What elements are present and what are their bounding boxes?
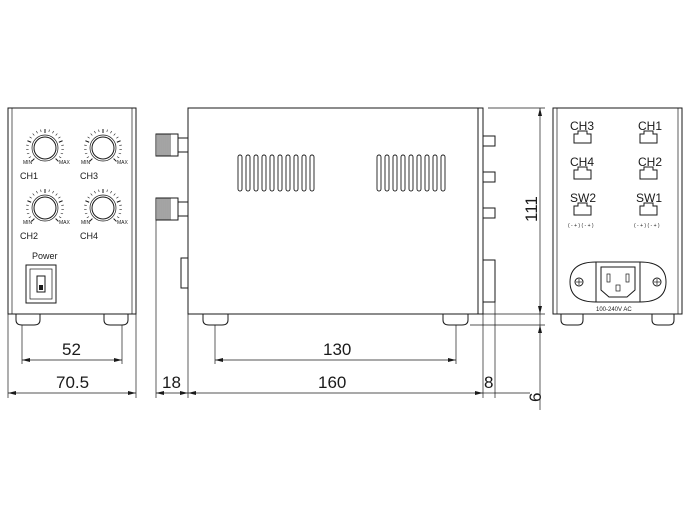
svg-text:MIN: MIN <box>23 220 33 226</box>
rear-label-sw1: SW1 <box>636 191 662 205</box>
knob-ch2[interactable]: MIN MAX <box>23 189 71 226</box>
dimension-lines: 52 70.5 130 18 160 8 111 <box>7 107 545 410</box>
knob-ch3[interactable]: MIN MAX <box>81 129 129 166</box>
rear-label-ch1: CH1 <box>638 119 662 133</box>
rear-label-sw2: SW2 <box>570 191 596 205</box>
svg-text:MIN: MIN <box>23 160 33 166</box>
front-view: MIN MAX MIN MAX MIN MAX MIN MAX CH1 CH3 … <box>7 107 137 326</box>
sw1-hint: ( - + ) ( - + ) <box>634 223 660 229</box>
connector-ch2 <box>639 166 658 180</box>
dim-foot-height: 6 <box>526 393 545 402</box>
label-ch4: CH4 <box>80 231 98 241</box>
svg-text:MIN: MIN <box>81 220 91 226</box>
inlet-voltage-label: 100-240V AC <box>596 307 632 313</box>
sw2-hint: ( - + ) ( - + ) <box>568 223 594 229</box>
side-view <box>155 107 496 326</box>
label-ch3: CH3 <box>80 171 98 181</box>
dim-side-body: 160 <box>318 373 346 392</box>
dim-side-rear: 8 <box>484 373 493 392</box>
side-foot-front <box>202 314 229 326</box>
front-foot-right <box>103 314 129 326</box>
rear-stub-1 <box>482 135 496 147</box>
screw-icon <box>574 277 584 287</box>
knob-ch1[interactable]: MIN MAX <box>23 129 71 166</box>
label-ch1: CH1 <box>20 171 38 181</box>
screw-icon <box>652 277 662 287</box>
rear-inlet-stub <box>482 259 496 303</box>
dim-front-total: 70.5 <box>56 373 89 392</box>
rear-stub-3 <box>482 207 496 219</box>
connector-ch1 <box>639 130 658 144</box>
rear-label-ch2: CH2 <box>638 155 662 169</box>
rear-label-ch3: CH3 <box>570 119 594 133</box>
side-vents-right <box>376 154 446 192</box>
front-panel-outline <box>7 107 137 315</box>
rear-stub-2 <box>482 171 496 183</box>
svg-text:MAX: MAX <box>59 220 71 226</box>
dim-side-knob: 18 <box>162 373 181 392</box>
label-ch2: CH2 <box>20 231 38 241</box>
dim-side-feet: 130 <box>323 340 351 359</box>
power-switch[interactable] <box>25 264 57 304</box>
side-vents-left <box>237 154 315 192</box>
svg-text:MAX: MAX <box>117 220 129 226</box>
side-foot-rear <box>442 314 469 326</box>
svg-text:MAX: MAX <box>117 160 129 166</box>
rear-foot-left <box>560 314 584 326</box>
dim-front-inner: 52 <box>62 340 81 359</box>
connector-ch4 <box>573 166 592 180</box>
svg-text:MAX: MAX <box>59 160 71 166</box>
bnc-connector-top <box>155 133 189 157</box>
ac-inlet <box>569 261 667 303</box>
svg-text:MIN: MIN <box>81 160 91 166</box>
switch-sw1[interactable] <box>639 202 658 216</box>
rear-panel-outline <box>552 107 683 315</box>
knob-ch4[interactable]: MIN MAX <box>81 189 129 226</box>
power-label: Power <box>32 251 58 261</box>
dim-height: 111 <box>522 196 541 222</box>
rear-foot-right <box>651 314 675 326</box>
rear-view: CH3 CH1 CH4 CH2 SW2 SW1 ( - + ) ( - + ) … <box>552 107 683 326</box>
rear-label-ch4: CH4 <box>570 155 594 169</box>
switch-sw2[interactable] <box>573 202 592 216</box>
connector-ch3 <box>573 130 592 144</box>
bnc-connector-bottom <box>155 197 189 221</box>
side-body <box>187 107 484 315</box>
front-foot-left <box>15 314 41 326</box>
